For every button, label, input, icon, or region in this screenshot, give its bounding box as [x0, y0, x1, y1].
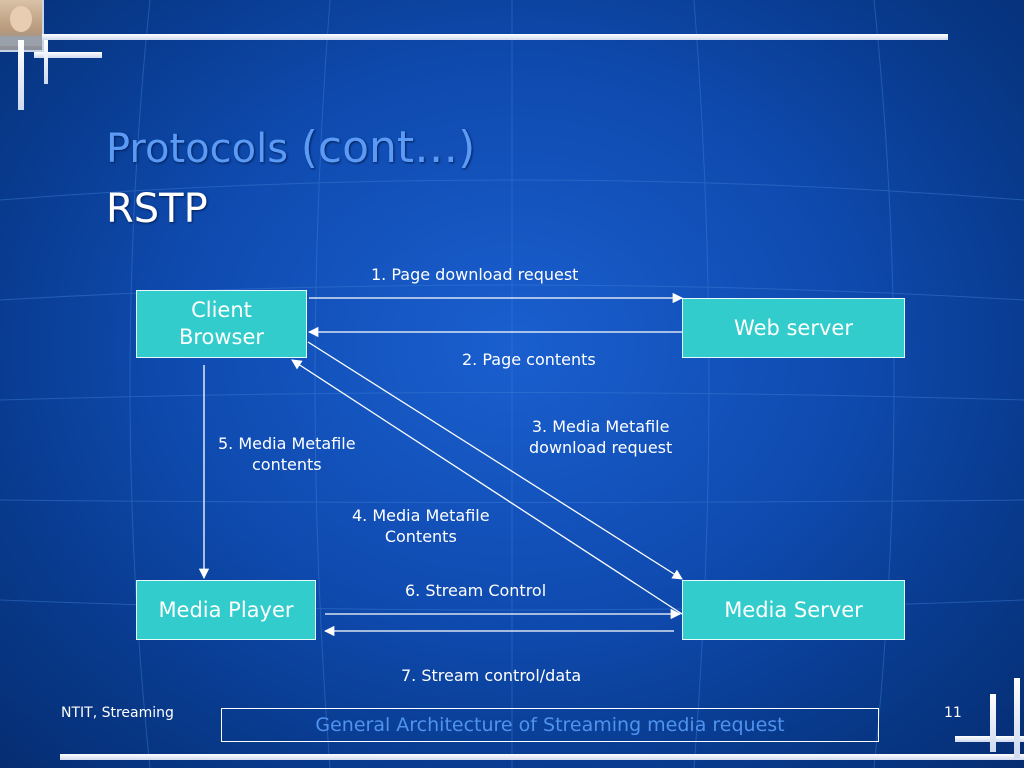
- arrow-metafile-request: [307, 341, 683, 580]
- slide-subtitle: RSTP: [106, 186, 208, 232]
- client-label-line2: Browser: [178, 325, 265, 349]
- edge-label-5: 5. Media Metafile contents: [218, 433, 356, 475]
- media-server-node: Media Server: [682, 580, 905, 640]
- edge-label-1: 1. Page download request: [371, 265, 579, 284]
- caption-text: General Architecture of Streaming media …: [315, 714, 785, 736]
- edge-label-3: 3. Media Metafile download request: [529, 416, 672, 458]
- media-player-node: Media Player: [136, 580, 316, 640]
- edge-label-3-line2: download request: [529, 438, 673, 457]
- edge-label-5-line1: 5. Media Metafile: [218, 434, 356, 453]
- edge-label-7: 7. Stream control/data: [401, 666, 582, 685]
- top-vertical-bar: [18, 40, 24, 110]
- client-label-line1: Client: [191, 298, 252, 322]
- edge-label-3-line1: 3. Media Metafile: [531, 417, 670, 436]
- top-vertical-bar-2: [44, 40, 48, 84]
- top-horizontal-bar: [42, 34, 948, 40]
- web-server-node: Web server: [682, 298, 905, 358]
- media-server-label: Media Server: [724, 597, 863, 622]
- top-short-bar: [34, 52, 102, 58]
- edge-label-4-line1: 4. Media Metafile: [352, 506, 490, 525]
- web-server-label: Web server: [734, 315, 853, 340]
- edge-label-2: 2. Page contents: [462, 350, 596, 369]
- media-player-label: Media Player: [158, 597, 294, 622]
- bottom-horizontal-bar: [60, 754, 1024, 760]
- title-cont: (cont…): [300, 122, 476, 173]
- edge-label-4-line2: Contents: [384, 527, 457, 546]
- face-image: [10, 6, 32, 32]
- bottom-short-bar: [955, 736, 1024, 742]
- edge-label-6: 6. Stream Control: [405, 581, 547, 600]
- title-main: Protocols: [106, 126, 301, 172]
- page-number: 11: [944, 705, 962, 721]
- arrow-metafile-contents: [291, 359, 683, 615]
- bottom-vertical-bar: [990, 694, 996, 752]
- diagram-caption: General Architecture of Streaming media …: [221, 708, 879, 742]
- slide-title: Protocols (cont…): [106, 122, 475, 173]
- bottom-vertical-bar-2: [1014, 678, 1020, 758]
- footer-text: NTIT, Streaming: [61, 705, 174, 721]
- edge-label-5-line2: contents: [252, 455, 322, 474]
